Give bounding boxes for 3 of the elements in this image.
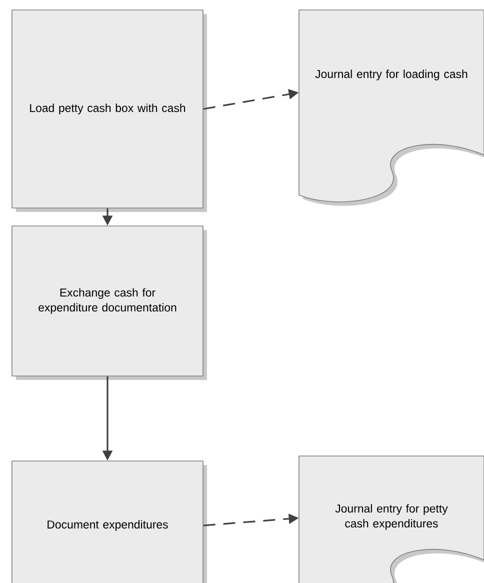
process-box: Document expenditures <box>12 460 207 583</box>
process-box: Load petty cash box with cash <box>12 10 207 212</box>
process-box: Exchange cash for expenditure documentation <box>12 226 207 380</box>
